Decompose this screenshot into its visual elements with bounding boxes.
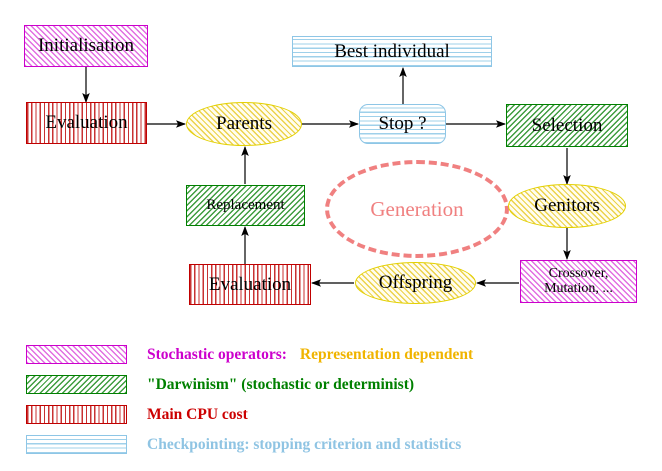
legend-label-darwinism: "Darwinism" (stochastic or determinist) [147, 375, 415, 393]
crossover-label-line1: Crossover, [548, 265, 609, 281]
legend-swatch-blue-horizontal [26, 435, 127, 454]
node-crossover-mutation[interactable]: Crossover, Mutation, ... [520, 260, 637, 303]
offspring-label: Offspring [378, 272, 453, 294]
node-evaluation-top[interactable]: Evaluation [26, 102, 147, 144]
node-selection[interactable]: Selection [506, 104, 628, 147]
parents-label: Parents [216, 113, 272, 135]
selection-label: Selection [531, 114, 603, 136]
legend-row-main-cpu-cost: Main CPU cost [26, 405, 248, 424]
node-initialisation[interactable]: Initialisation [24, 25, 148, 67]
generation-cycle-ellipse: Generation [325, 160, 509, 258]
legend-row-darwinism: "Darwinism" (stochastic or determinist) [26, 375, 414, 394]
legend-row-stochastic-operators: Stochastic operators: Representation dep… [26, 345, 473, 364]
legend-swatch-red-vertical [26, 405, 127, 424]
stop-label: Stop ? [378, 113, 427, 135]
legend-label-representation-dependent: Representation dependent [299, 345, 474, 363]
evaluation-bottom-label: Evaluation [208, 273, 292, 295]
evaluation-top-label: Evaluation [45, 112, 128, 134]
node-replacement[interactable]: Replacement [186, 185, 305, 226]
genitors-label: Genitors [534, 195, 600, 217]
node-best-individual[interactable]: Best individual [292, 36, 492, 67]
node-genitors[interactable]: Genitors [508, 184, 626, 228]
legend-label-stochastic-operators: Stochastic operators: [147, 345, 287, 363]
best-individual-label: Best individual [334, 40, 450, 62]
legend-row-checkpointing: Checkpointing: stopping criterion and st… [26, 435, 461, 454]
node-offspring[interactable]: Offspring [355, 262, 476, 304]
crossover-label-line2: Mutation, ... [544, 280, 613, 296]
legend: Stochastic operators: Representation dep… [0, 338, 662, 458]
legend-label-checkpointing: Checkpointing: stopping criterion and st… [147, 435, 462, 453]
node-evaluation-bottom[interactable]: Evaluation [189, 264, 311, 305]
legend-label-main-cpu-cost: Main CPU cost [147, 405, 248, 423]
legend-swatch-magenta-diagonal [26, 345, 127, 364]
node-stop[interactable]: Stop ? [359, 104, 446, 144]
replacement-label: Replacement [206, 196, 285, 213]
node-parents[interactable]: Parents [186, 102, 302, 146]
legend-swatch-green-diagonal [26, 375, 127, 394]
initialisation-label: Initialisation [37, 35, 135, 57]
generation-label: Generation [370, 196, 464, 221]
